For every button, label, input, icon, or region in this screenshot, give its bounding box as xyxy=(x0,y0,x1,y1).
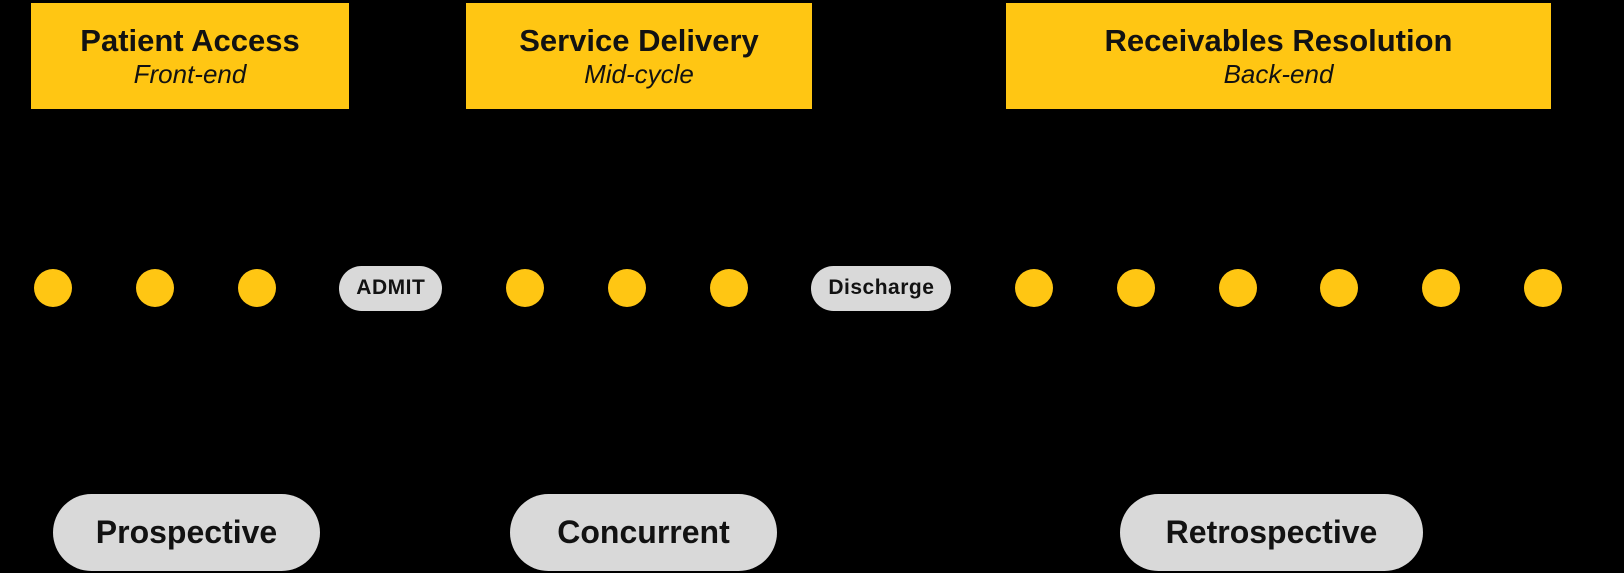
phase-title: Service Delivery xyxy=(519,22,759,58)
milestone-pill-discharge: Discharge xyxy=(811,265,952,311)
timeline: ADMIT Discharge xyxy=(34,265,1562,311)
milestone-pill-admit: ADMIT xyxy=(339,265,443,311)
timeline-dot xyxy=(1015,269,1054,307)
phase-box-patient-access: Patient Access Front-end xyxy=(31,3,349,109)
stage-pill-retrospective: Retrospective xyxy=(1120,494,1423,571)
timeline-dot xyxy=(709,269,748,307)
timeline-dot xyxy=(34,269,72,307)
timeline-dot xyxy=(607,269,646,307)
stage-pill-label: Concurrent xyxy=(557,514,730,550)
phase-title: Patient Access xyxy=(80,22,300,58)
phase-box-receivables-resolution: Receivables Resolution Back-end xyxy=(1006,3,1551,109)
timeline-dot xyxy=(1524,269,1562,307)
timeline-dot xyxy=(1116,269,1155,307)
timeline-dot xyxy=(506,269,545,307)
timeline-dot xyxy=(1422,269,1461,307)
stage-pill-label: Retrospective xyxy=(1165,514,1378,550)
stage-pill-concurrent: Concurrent xyxy=(510,494,777,571)
timeline-dot xyxy=(1218,269,1257,307)
timeline-dot xyxy=(135,269,174,307)
phase-subtitle: Mid-cycle xyxy=(584,58,694,89)
phase-box-service-delivery: Service Delivery Mid-cycle xyxy=(466,3,812,109)
stage-pill-label: Prospective xyxy=(95,514,278,550)
stage-pill-prospective: Prospective xyxy=(53,494,320,571)
timeline-dot xyxy=(1320,269,1359,307)
phase-subtitle: Back-end xyxy=(1223,58,1334,89)
phase-title: Receivables Resolution xyxy=(1104,22,1453,58)
phase-subtitle: Front-end xyxy=(133,58,247,89)
timeline-dot xyxy=(237,269,276,307)
